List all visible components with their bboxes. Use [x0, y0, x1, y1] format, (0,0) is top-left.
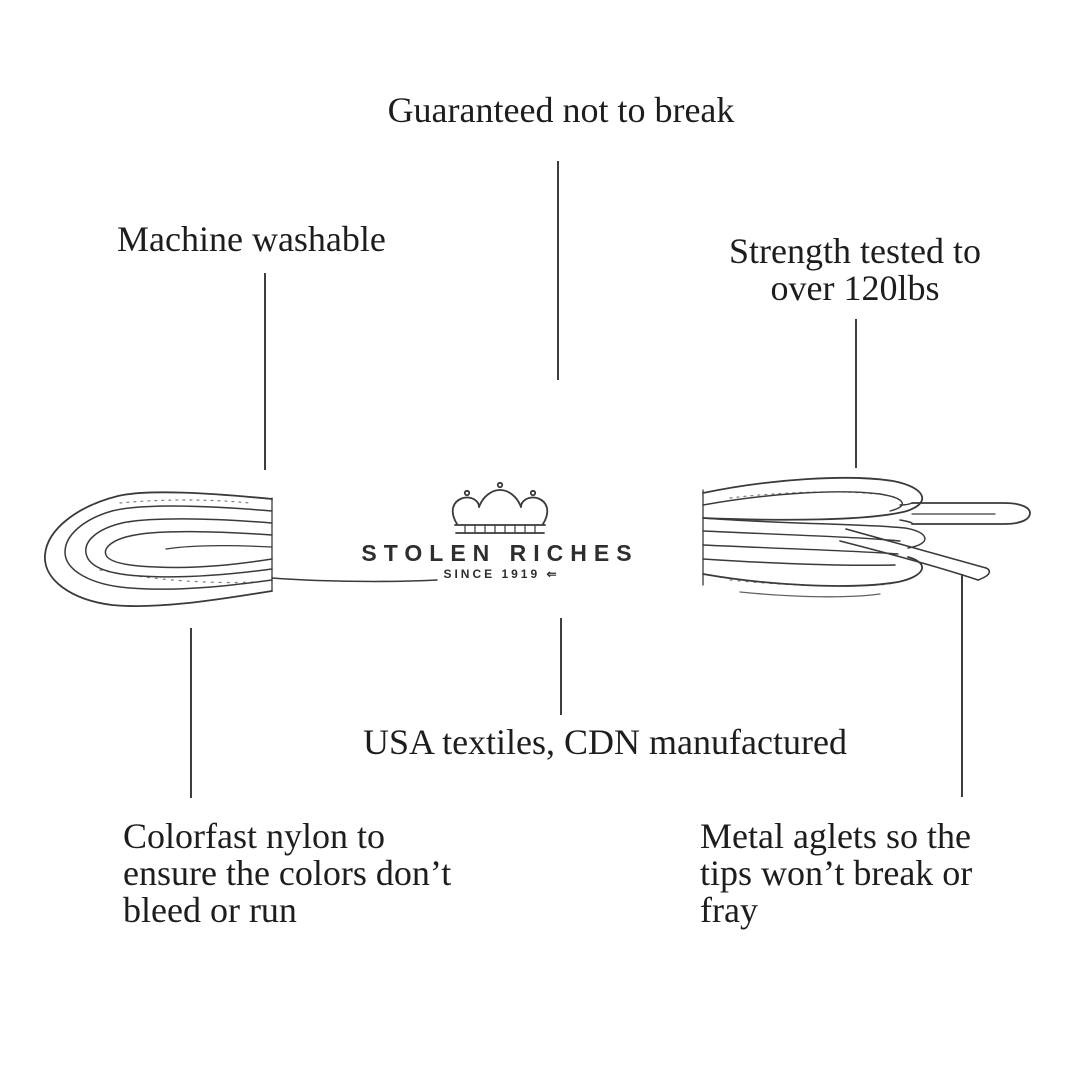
right-lace-bundle-sketch [702, 476, 1031, 598]
callout-metal-aglets-line1: Metal aglets so the [700, 816, 971, 856]
brand-tagline-text: SINCE 1919 [443, 567, 541, 581]
connector-line-metal-aglets [961, 574, 963, 797]
metal-aglet-bottom-sketch [839, 528, 991, 581]
lace-tail-sketch [271, 577, 438, 583]
connector-line-usa [560, 618, 562, 715]
callout-colorfast-line1: Colorfast nylon to [123, 816, 385, 856]
callout-metal-aglets-line3: fray [700, 890, 758, 930]
callout-machine-washable: Machine washable [117, 219, 386, 259]
left-lace-bundle-sketch [44, 491, 438, 608]
connector-line-guaranteed [557, 161, 559, 380]
crown-icon [451, 481, 549, 534]
callout-colorfast-line2: ensure the colors don’t [123, 853, 452, 893]
callout-strength-line1: Strength tested to [729, 231, 981, 271]
callout-strength: Strength tested to over 120lbs [695, 233, 1015, 307]
brand-wordmark: STOLEN RICHES [361, 540, 639, 566]
callout-metal-aglets-line2: tips won’t break or [700, 853, 973, 893]
callout-guaranteed: Guaranteed not to break [387, 90, 735, 130]
callout-colorfast: Colorfast nylon to ensure the colors don… [123, 818, 451, 929]
connector-line-colorfast [190, 628, 192, 798]
brand-tagline: SINCE 1919 ⇐ [330, 567, 670, 581]
brand-tagline-arrow-icon: ⇐ [546, 567, 557, 581]
connector-line-strength [855, 319, 857, 468]
callout-usa: USA textiles, CDN manufactured [363, 722, 847, 762]
metal-aglet-top-sketch [899, 502, 1031, 525]
callout-metal-aglets: Metal aglets so the tips won’t break or … [700, 818, 972, 929]
shoelace-illustration [44, 476, 1031, 608]
callout-strength-line2: over 120lbs [770, 268, 940, 308]
callout-colorfast-line3: bleed or run [123, 890, 297, 930]
connector-line-machine-washable [264, 273, 266, 470]
